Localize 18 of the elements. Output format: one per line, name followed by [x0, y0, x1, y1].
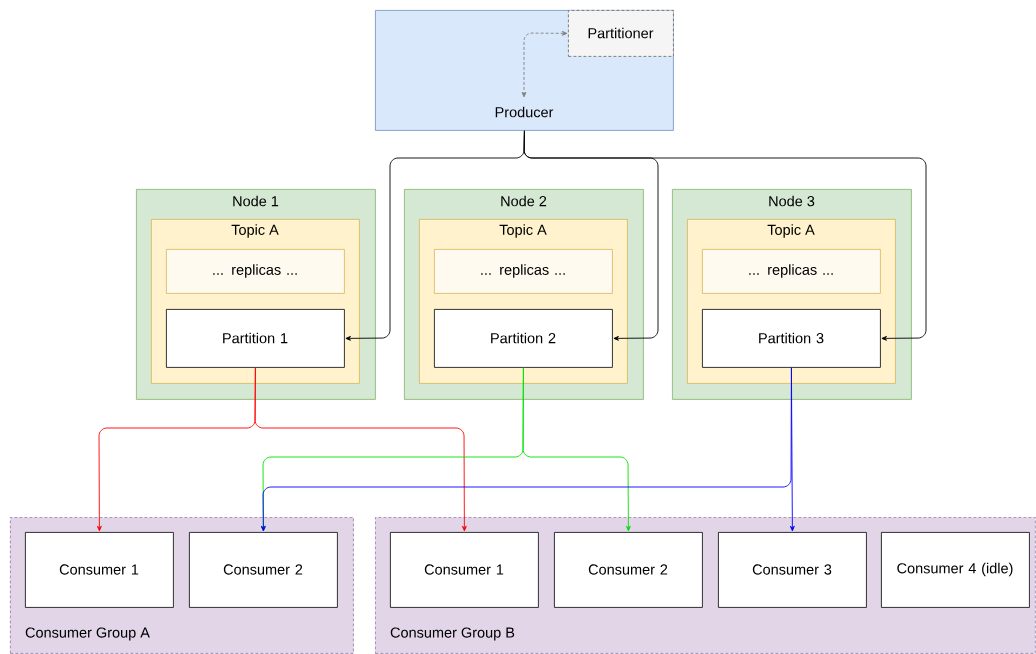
arrow: [254, 367, 467, 532]
partitioner-box: Partitioner: [568, 10, 674, 57]
partition-box: Partition 1: [166, 309, 345, 368]
arrow: [789, 367, 795, 532]
consumer-box: Consumer 1: [390, 532, 539, 608]
consumer-box: Consumer 3: [718, 532, 867, 608]
arrow: [521, 30, 568, 98]
replicas-box: ... replicas ...: [434, 249, 613, 294]
consumer-box: Consumer 2: [189, 532, 338, 608]
consumer-box: Consumer 2: [554, 532, 703, 608]
arrow: [523, 130, 927, 341]
consumer-box: Consumer 4 (idle): [881, 532, 1030, 608]
replicas-box: ... replicas ...: [166, 249, 345, 294]
arrow: [522, 367, 631, 532]
partition-box: Partition 2: [434, 309, 613, 368]
replicas-box: ... replicas ...: [702, 249, 881, 294]
partition-box: Partition 3: [702, 309, 881, 368]
consumer-box: Consumer 1: [25, 532, 174, 608]
